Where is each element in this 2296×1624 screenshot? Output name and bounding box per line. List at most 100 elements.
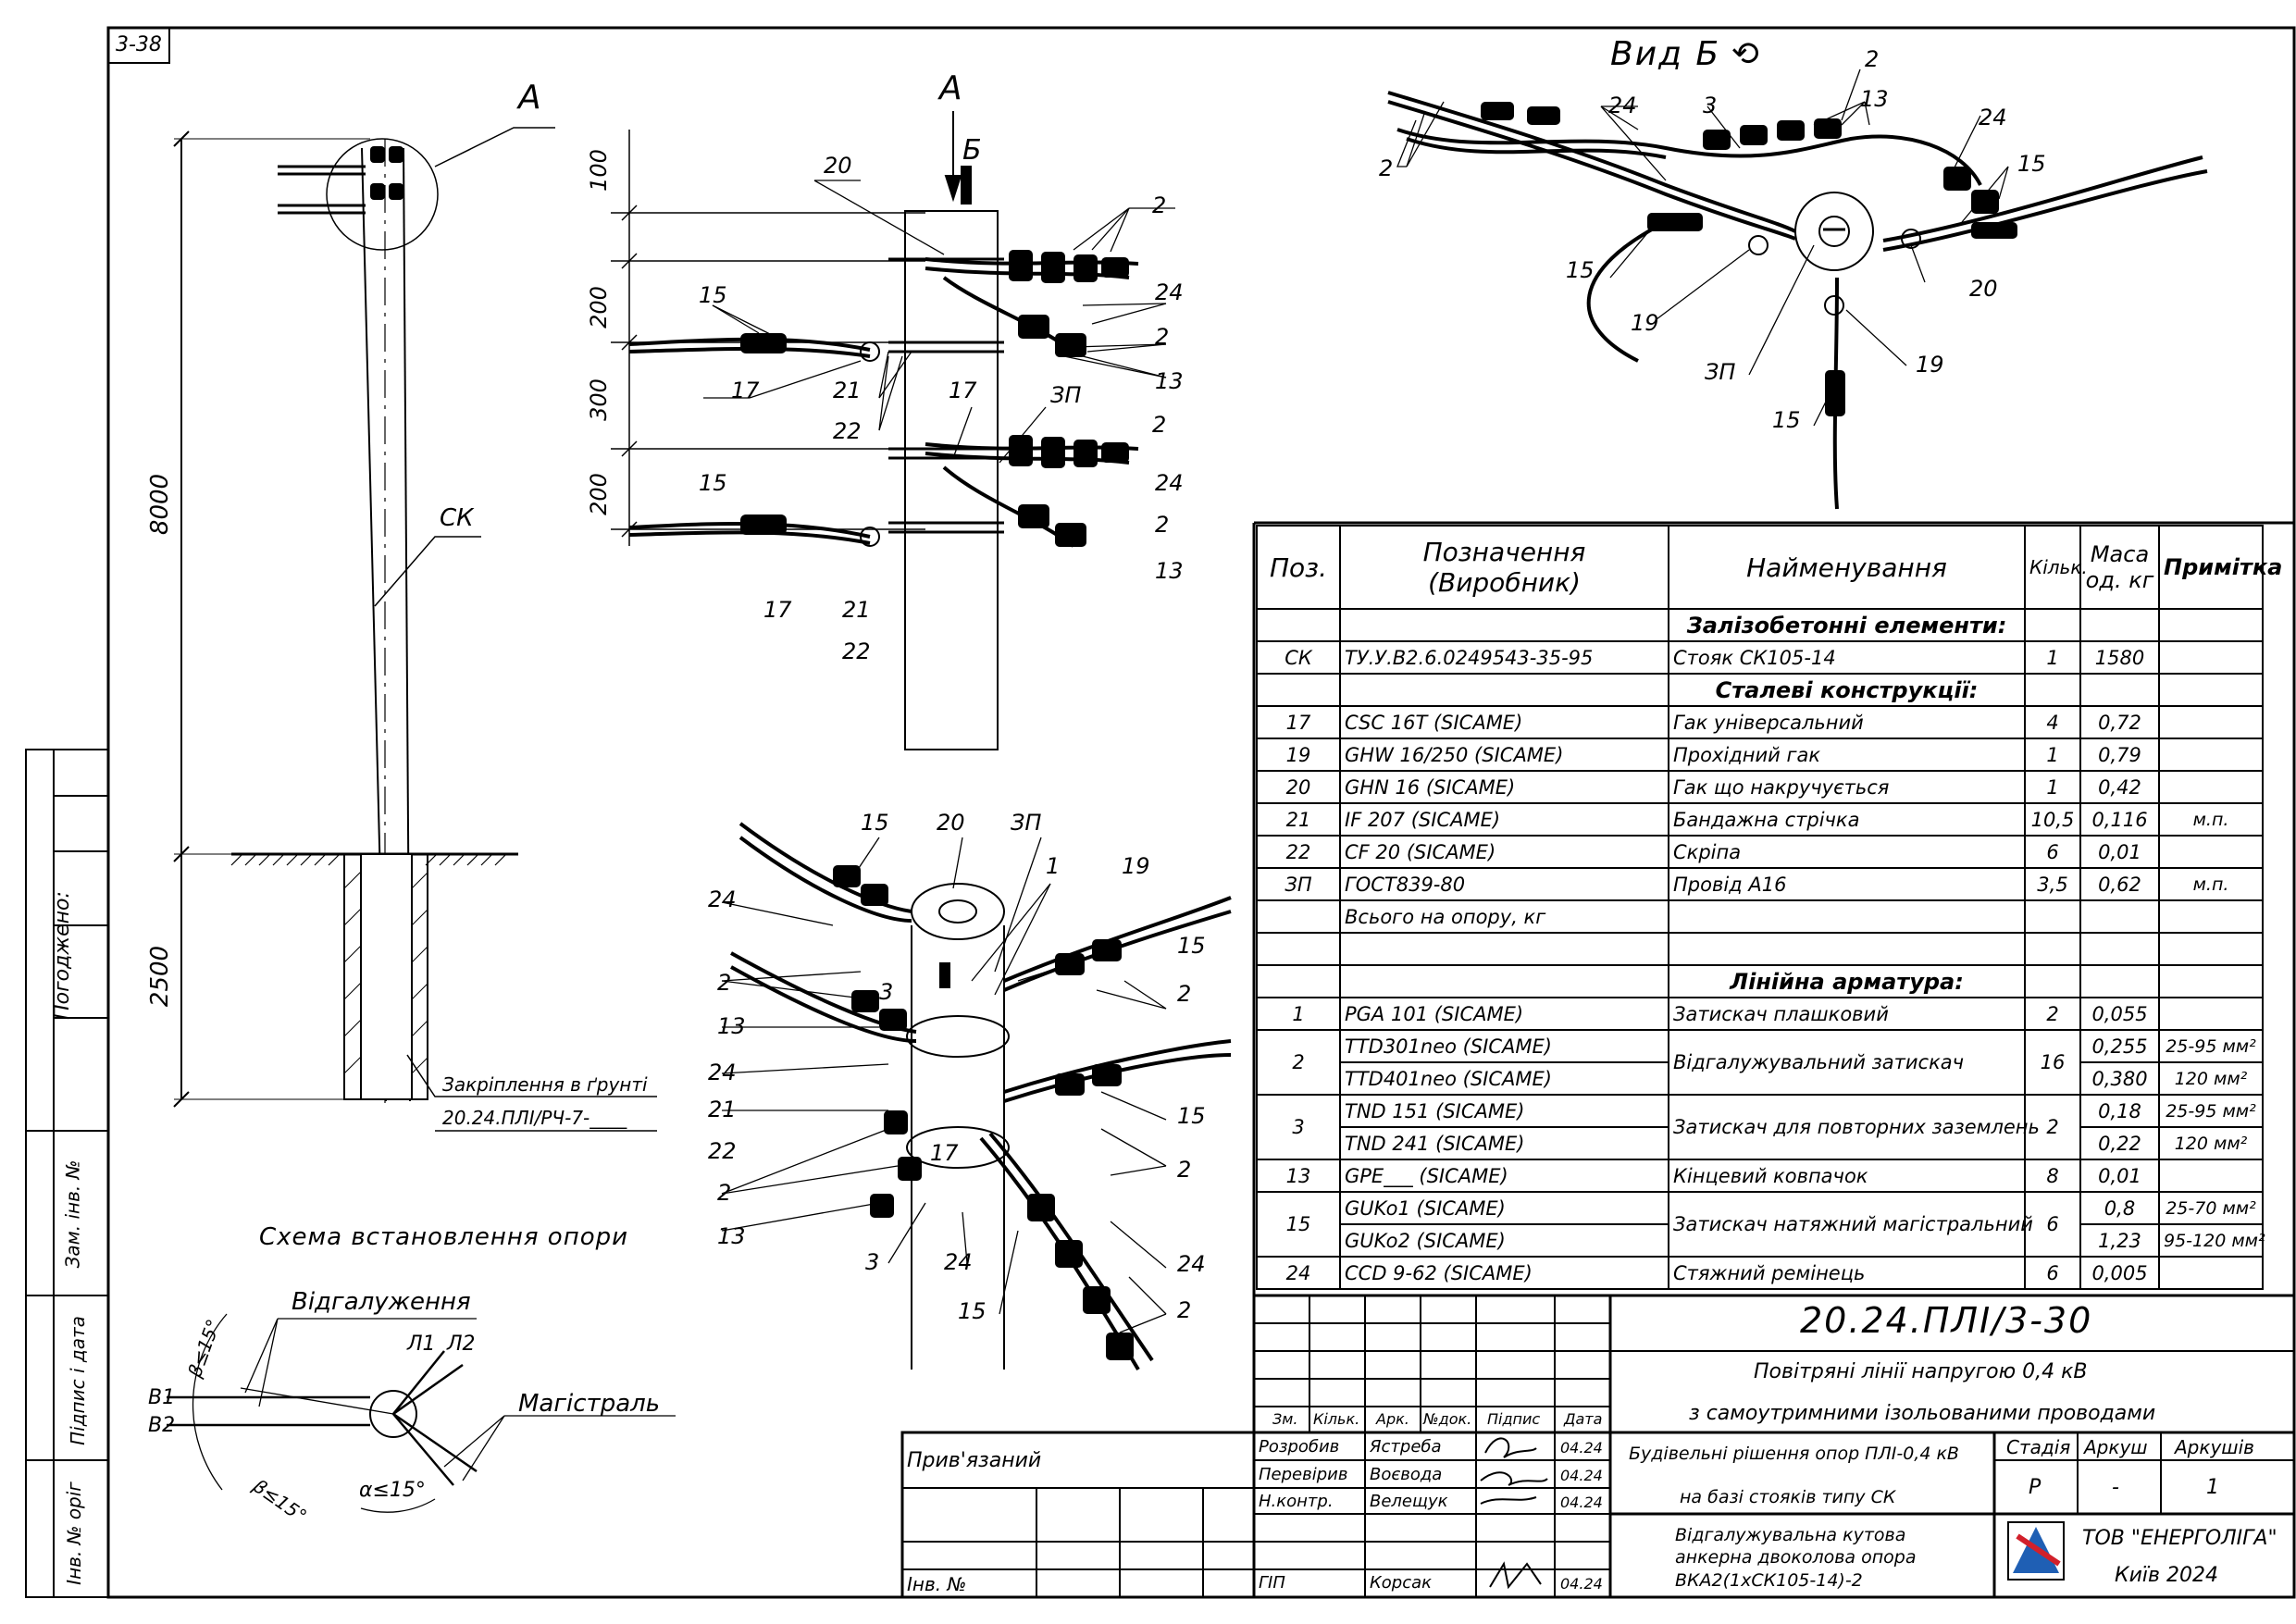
role-norm-control: Н.контр. xyxy=(1259,1492,1334,1511)
callout-24-i1: 24 xyxy=(1177,1251,1206,1277)
callout-zp-i: ЗП xyxy=(1011,810,1042,836)
callout-17-i: 17 xyxy=(930,1140,959,1166)
callout-15-i4: 15 xyxy=(958,1298,987,1324)
callout-3-i1: 3 xyxy=(879,979,894,1005)
callout-1-i: 1 xyxy=(1046,853,1061,879)
col-pidpys: Підпис xyxy=(1487,1410,1541,1428)
callout-20-b: 20 xyxy=(1969,276,1998,302)
spec-head-note: Примітка xyxy=(2158,525,2282,610)
callout-22-i: 22 xyxy=(708,1138,737,1164)
date-norm-control: 04.24 xyxy=(1560,1494,1603,1511)
side-stamp xyxy=(25,749,109,1598)
ground-note-2: 20.24.ПЛІ/РЧ-7-____ xyxy=(442,1107,627,1129)
sheets-value: 1 xyxy=(2206,1476,2219,1499)
label-a-top: А xyxy=(518,79,541,117)
date-checker: 04.24 xyxy=(1560,1467,1603,1484)
company-name: ТОВ "ЕНЕРГОЛІГА" xyxy=(2082,1527,2277,1550)
callout-15-i1: 15 xyxy=(861,810,889,836)
scheme-b2: В2 xyxy=(148,1414,176,1437)
sheet-code: 3-38 xyxy=(116,33,162,56)
part-line-2: на базі стояків типу СК xyxy=(1680,1487,1896,1507)
callout-2-a2: 2 xyxy=(1155,324,1170,350)
stamp-inv-orig: Інв. № оріг xyxy=(62,1481,85,1585)
title-block-lines xyxy=(900,1294,2294,1599)
spec-section-row: Лінійна арматура: xyxy=(1256,964,2264,998)
callout-15-b3: 15 xyxy=(1772,407,1801,433)
col-ark: Арк. xyxy=(1376,1410,1409,1428)
sheets-label: Аркушів xyxy=(2175,1436,2254,1458)
view-b-title: Вид Б ⟲ xyxy=(1610,35,1763,73)
part-line-1: Будівельні рішення опор ПЛІ-0,4 кВ xyxy=(1629,1444,1959,1464)
name-norm-control: Велещук xyxy=(1370,1492,1448,1511)
callout-20-i: 20 xyxy=(937,810,965,836)
project-line-1: Повітряні лінії напругою 0,4 кВ xyxy=(1754,1360,2088,1383)
callout-15-i3: 15 xyxy=(1177,1103,1206,1129)
isometric-view xyxy=(721,822,1232,1371)
callout-2-i5: 2 xyxy=(717,1180,732,1206)
scheme-b1: В1 xyxy=(148,1386,176,1409)
callout-19-i: 19 xyxy=(1122,853,1150,879)
table-row: СК ТУ.У.В2.6.0249543-35-95 Стояк СК105-1… xyxy=(1256,640,2264,675)
dim-100: 100 xyxy=(585,149,612,192)
pole-elevation xyxy=(173,127,657,1132)
col-kilk: Кільк. xyxy=(1313,1410,1360,1428)
callout-21-i: 21 xyxy=(708,1097,737,1122)
stamp-sign-date: Підпис і дата xyxy=(66,1316,89,1445)
sheet-value: - xyxy=(2112,1476,2119,1499)
callout-24-i3: 24 xyxy=(708,1060,737,1085)
sheet-title-3: ВКА2(1хСК105-14)-2 xyxy=(1675,1570,1863,1591)
sheet-title-1: Відгалужувальна кутова xyxy=(1675,1525,1906,1545)
callout-13-b: 13 xyxy=(1860,86,1889,112)
spec-head-qty: Кільк. xyxy=(2024,525,2088,610)
name-checker: Воєвода xyxy=(1370,1465,1443,1484)
table-row: Всього на опору, кг xyxy=(1256,899,2264,934)
col-zm: Зм. xyxy=(1272,1410,1298,1428)
callout-24-i2: 24 xyxy=(708,886,737,912)
sheet-title-2: анкерна двоколова опора xyxy=(1675,1547,1917,1568)
spec-head-mass: Маса од. кг xyxy=(2079,525,2160,610)
callout-2-i4: 2 xyxy=(717,970,732,996)
callout-2-b1: 2 xyxy=(1379,155,1394,181)
callout-20-a: 20 xyxy=(824,153,852,179)
callout-19-b1: 19 xyxy=(1631,310,1659,336)
callout-17-a3: 17 xyxy=(763,597,792,623)
installation-scheme xyxy=(167,1313,676,1513)
callout-2-a1: 2 xyxy=(1152,192,1167,218)
view-b xyxy=(1387,68,2208,510)
spec-section-row: Залізобетонні елементи: xyxy=(1256,608,2264,642)
dim-200b: 200 xyxy=(585,473,612,515)
callout-2-i3: 2 xyxy=(1177,1297,1192,1323)
company-city: Київ 2024 xyxy=(2115,1564,2218,1587)
specification-table: Поз. Позначення (Виробник) Найменування … xyxy=(1256,525,2282,1290)
scheme-main: Магістраль xyxy=(518,1390,661,1418)
callout-24-a1: 24 xyxy=(1155,279,1184,305)
name-developer: Ястреба xyxy=(1370,1437,1442,1457)
section-concrete: Залізобетонні елементи: xyxy=(1668,608,2026,642)
callout-15-a2: 15 xyxy=(699,470,727,496)
callout-22-a1: 22 xyxy=(833,418,862,444)
doc-code: 20.24.ПЛІ/3-30 xyxy=(1800,1300,2093,1341)
total-label: Всього на опору, кг xyxy=(1339,899,1669,934)
section-a xyxy=(611,111,1175,750)
spec-head-pos: Поз. xyxy=(1256,525,1341,610)
dim-8000: 8000 xyxy=(146,473,175,536)
callout-22-a2: 22 xyxy=(842,638,871,664)
callout-3-i2: 3 xyxy=(865,1249,880,1275)
callout-zp-a: ЗП xyxy=(1050,382,1082,408)
scheme-alpha: α≤15° xyxy=(359,1479,426,1502)
scheme-l1: Л1 xyxy=(407,1333,436,1356)
sheet-code-box xyxy=(107,27,170,64)
label-b-arrow: Б xyxy=(962,134,982,167)
col-data: Дата xyxy=(1564,1410,1603,1428)
spec-head-designation: Позначення (Виробник) xyxy=(1339,525,1669,610)
spec-header-row: Поз. Позначення (Виробник) Найменування … xyxy=(1256,525,2282,610)
callout-13-i1: 13 xyxy=(717,1013,746,1039)
